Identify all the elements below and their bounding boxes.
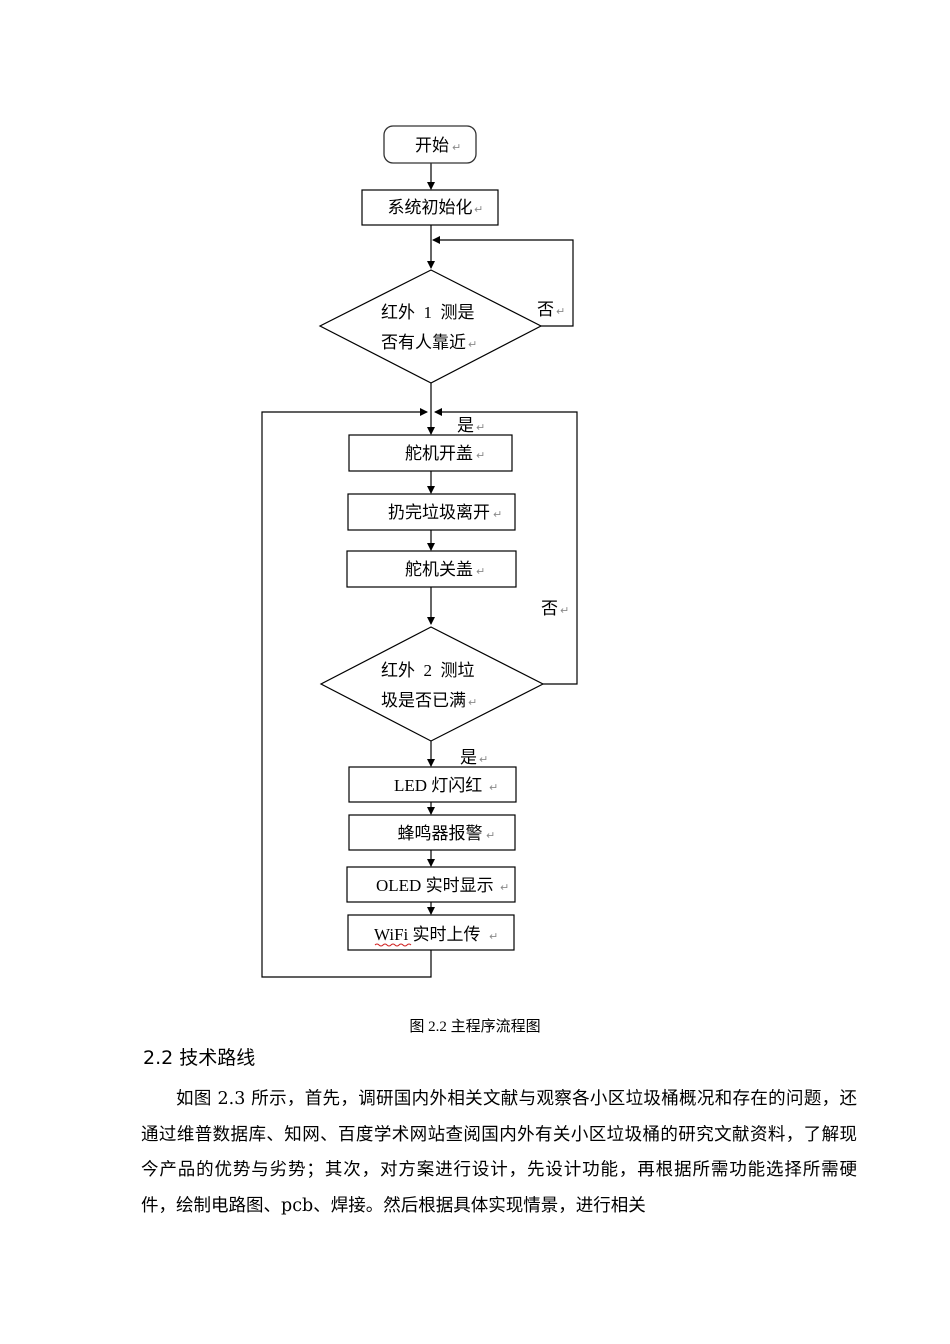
paragraph-mark: ↵	[468, 338, 477, 351]
paragraph-mark: ↵	[476, 565, 485, 578]
paragraph-mark: ↵	[556, 305, 565, 318]
paragraph-mark: ↵	[560, 604, 569, 617]
node-servo-open: 舵机开盖 ↵	[348, 434, 513, 472]
label-yes-2: 是	[460, 748, 477, 768]
node-servo-close-text: 舵机关盖	[405, 560, 473, 580]
node-init-text: 系统初始化	[388, 198, 473, 218]
paragraph-mark: ↵	[493, 508, 502, 521]
node-init: 系统初始化 ↵	[361, 189, 499, 226]
node-led-text: LED 灯闪红	[394, 776, 482, 795]
node-start: 开始 ↵	[383, 125, 477, 164]
paragraph-mark: ↵	[486, 829, 495, 842]
wifi-word: WiFi	[374, 925, 409, 944]
paragraph-mark: ↵	[468, 696, 477, 709]
paragraph-mark: ↵	[479, 753, 488, 766]
decision-person-near: 红外 1 测是 否有人靠近 ↵	[318, 269, 543, 384]
node-buzzer: 蜂鸣器报警 ↵	[348, 814, 516, 851]
node-start-text: 开始	[415, 136, 449, 156]
paragraph-mark: ↵	[474, 203, 483, 216]
main-program-flowchart: 开始 ↵ 系统初始化 ↵ 红外 1 测是 否有人靠近 ↵ 否 ↵ 是 ↵ 舵机开…	[261, 125, 578, 978]
spellcheck-squiggle	[374, 943, 412, 947]
svg-text:WiFi 实时上传: WiFi 实时上传	[374, 925, 481, 944]
paragraph-mark: ↵	[489, 930, 498, 943]
wifi-rest: 实时上传	[408, 925, 480, 944]
paragraph-mark: ↵	[500, 881, 509, 894]
node-throw-trash: 扔完垃圾离开 ↵	[347, 493, 516, 531]
paragraph-mark: ↵	[452, 141, 461, 154]
paragraph-mark: ↵	[476, 449, 485, 462]
decision-bin-full-line1: 红外 2 测垃	[381, 661, 475, 680]
flow-connectors	[261, 163, 578, 978]
section-heading: 2.2 技术路线	[143, 1047, 256, 1069]
node-oled-text: OLED 实时显示	[376, 876, 494, 895]
node-led: LED 灯闪红 ↵	[348, 766, 517, 803]
figure-caption: 图 2.2 主程序流程图	[409, 1019, 541, 1035]
label-yes-1: 是	[457, 416, 474, 436]
node-throw-trash-text: 扔完垃圾离开	[388, 503, 490, 523]
node-servo-open-text: 舵机开盖	[405, 444, 473, 464]
label-no-2: 否	[541, 599, 558, 619]
paragraph-mark: ↵	[489, 781, 498, 794]
decision-person-near-line2: 否有人靠近	[381, 333, 466, 353]
body-paragraph: 如图 2.3 所示，首先，调研国内外相关文献与观察各小区垃圾桶概况和存在的问题，…	[141, 1089, 857, 1216]
decision-bin-full: 红外 2 测垃 圾是否已满 ↵	[319, 626, 545, 742]
decision-person-near-line1: 红外 1 测是	[381, 303, 475, 322]
node-buzzer-text: 蜂鸣器报警	[398, 824, 483, 844]
label-no-1: 否	[537, 300, 554, 320]
paragraph-mark: ↵	[476, 421, 485, 434]
node-wifi-upload: WiFi 实时上传 ↵	[347, 914, 515, 951]
node-servo-close: 舵机关盖 ↵	[346, 550, 517, 588]
decision-bin-full-line2: 圾是否已满	[381, 691, 466, 711]
node-oled: OLED 实时显示 ↵	[346, 866, 516, 903]
